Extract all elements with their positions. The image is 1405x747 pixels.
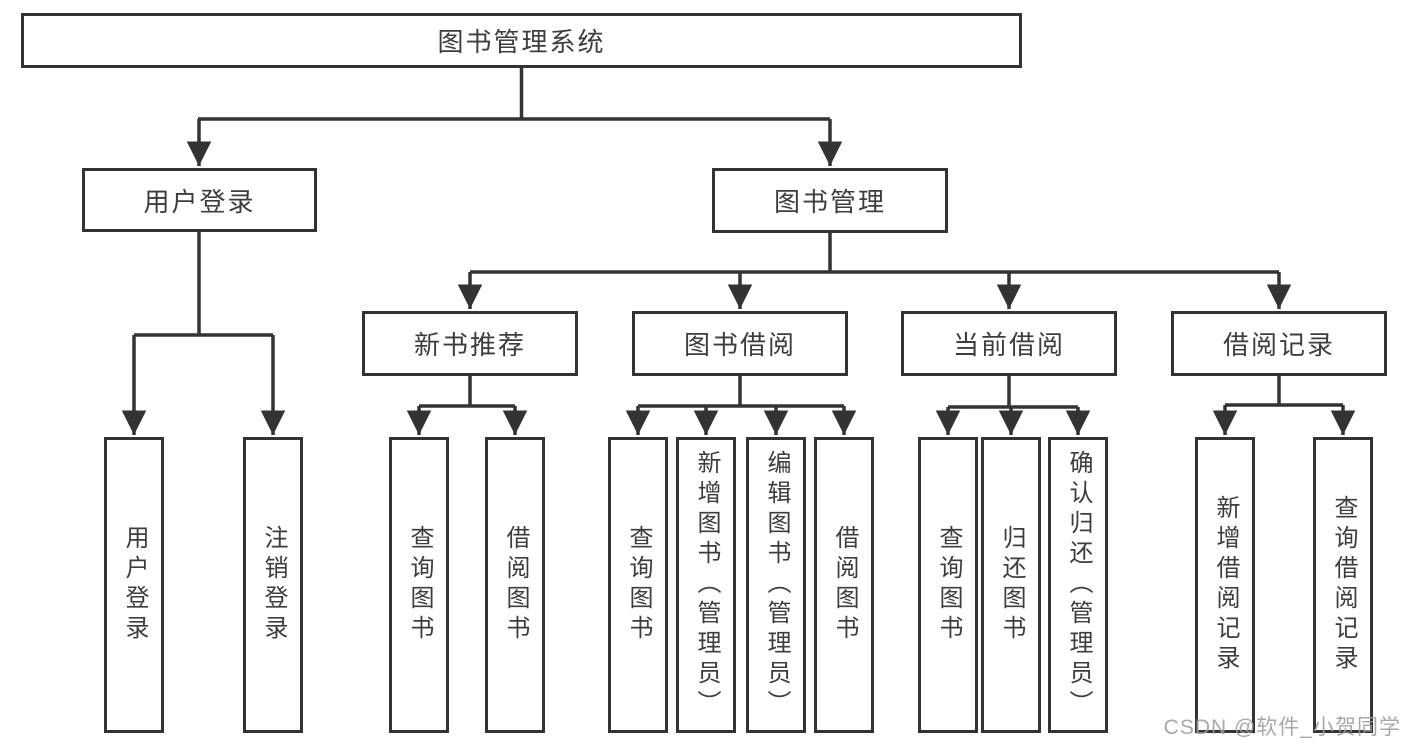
- leaf-query-books-borrow: 查询图书: [608, 437, 668, 733]
- node-user-login: 用户登录: [82, 168, 317, 232]
- node-new-book-recommend-label: 新书推荐: [413, 330, 526, 360]
- node-book-borrow-label: 图书借阅: [683, 330, 796, 360]
- root-node-label: 图书管理系统: [437, 27, 606, 57]
- leaf-query-books-current: 查询图书: [918, 437, 978, 733]
- node-library-management-system: 图书管理系统: [21, 13, 1022, 68]
- node-current-borrow-label: 当前借阅: [952, 330, 1065, 360]
- leaf-query-books-current-label: 查询图书: [935, 525, 962, 645]
- leaf-borrow-books: 借阅图书: [814, 437, 874, 733]
- node-new-book-recommend: 新书推荐: [362, 311, 578, 376]
- leaf-add-book-admin: 新增图书（管理员）: [676, 437, 736, 733]
- leaf-logout-label: 注销登录: [260, 525, 287, 645]
- leaf-query-borrow-record: 查询借阅记录: [1313, 437, 1373, 733]
- leaf-logout: 注销登录: [243, 437, 303, 733]
- leaf-query-books-borrow-label: 查询图书: [625, 525, 652, 645]
- leaf-query-books-recommend-label: 查询图书: [406, 525, 433, 645]
- node-borrow-records: 借阅记录: [1171, 311, 1387, 376]
- leaf-return-books: 归还图书: [981, 437, 1041, 733]
- node-book-borrow: 图书借阅: [632, 311, 848, 376]
- node-book-management: 图书管理: [712, 168, 948, 233]
- leaf-add-borrow-record: 新增借阅记录: [1195, 437, 1255, 733]
- leaf-add-book-admin-label: 新增图书（管理员）: [693, 450, 720, 720]
- leaf-borrow-books-label: 借阅图书: [831, 525, 858, 645]
- leaf-user-login-label: 用户登录: [121, 525, 148, 645]
- leaf-confirm-return-admin: 确认归还（管理员）: [1048, 437, 1108, 733]
- leaf-borrow-books-recommend-label: 借阅图书: [502, 525, 529, 645]
- leaf-query-borrow-record-label: 查询借阅记录: [1330, 495, 1357, 675]
- leaf-confirm-return-admin-label: 确认归还（管理员）: [1065, 450, 1092, 720]
- leaf-borrow-books-recommend: 借阅图书: [485, 437, 545, 733]
- leaf-add-borrow-record-label: 新增借阅记录: [1212, 495, 1239, 675]
- leaf-user-login: 用户登录: [104, 437, 164, 733]
- leaf-edit-book-admin-label: 编辑图书（管理员）: [763, 450, 790, 720]
- csdn-watermark: CSDN @软件_小贺同学: [1163, 716, 1401, 739]
- leaf-return-books-label: 归还图书: [998, 525, 1025, 645]
- node-book-management-label: 图书管理: [773, 187, 886, 217]
- leaf-query-books-recommend: 查询图书: [389, 437, 449, 733]
- leaf-edit-book-admin: 编辑图书（管理员）: [746, 437, 806, 733]
- node-borrow-records-label: 借阅记录: [1222, 330, 1335, 360]
- node-current-borrow: 当前借阅: [901, 311, 1117, 376]
- node-user-login-label: 用户登录: [143, 186, 256, 217]
